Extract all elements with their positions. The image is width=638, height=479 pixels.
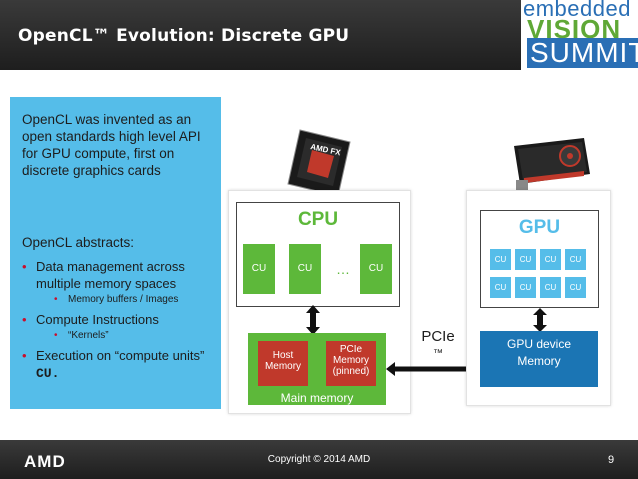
gpu-compute-unit: CU bbox=[515, 277, 536, 298]
gpu-compute-unit: CU bbox=[540, 249, 561, 270]
trademark-symbol: ™ bbox=[413, 348, 463, 359]
cpu-label: CPU bbox=[237, 209, 399, 231]
host-memory-block: Host Memory bbox=[258, 341, 308, 386]
gpu-compute-unit: CU bbox=[490, 249, 511, 270]
intro-text: OpenCL was invented as an open standards… bbox=[22, 111, 212, 179]
cpu-compute-unit: CU bbox=[289, 244, 321, 294]
cpu-compute-unit: CU bbox=[243, 244, 275, 294]
copyright-text: Copyright © 2014 AMD bbox=[0, 454, 638, 465]
sub-bullet-dot-icon: • bbox=[54, 293, 58, 306]
bullet-execution-cu: CU. bbox=[36, 366, 59, 381]
title-bar: OpenCL™ Evolution: Discrete GPU embedded… bbox=[0, 0, 638, 70]
bullet-dot-icon: • bbox=[22, 347, 27, 364]
logo-line-3: SUMMIT bbox=[527, 38, 638, 68]
pcie-memory-block: PCIe Memory (pinned) bbox=[326, 341, 376, 386]
bullet-dot-icon: • bbox=[22, 258, 27, 275]
cpu-chip-icon: AMD FX bbox=[286, 128, 352, 198]
cpu-ellipsis: … bbox=[336, 261, 350, 277]
gpu-block: GPU CU CU CU CU CU CU CU CU bbox=[480, 210, 599, 308]
pcie-label: PCIe bbox=[413, 328, 463, 345]
footer-bar: AMD Copyright © 2014 AMD 9 bbox=[0, 440, 638, 479]
gpu-compute-unit: CU bbox=[490, 277, 511, 298]
bullet-data-management: Data management across multiple memory s… bbox=[36, 258, 212, 292]
gpu-compute-unit: CU bbox=[540, 277, 561, 298]
main-memory-label: Main memory bbox=[248, 391, 386, 405]
gpu-compute-unit: CU bbox=[565, 277, 586, 298]
gpu-card-icon bbox=[512, 136, 592, 192]
gpu-compute-unit: CU bbox=[515, 249, 536, 270]
bullet-compute-instructions: Compute Instructions bbox=[36, 311, 212, 328]
abstracts-heading: OpenCL abstracts: bbox=[22, 234, 212, 251]
cpu-block: CPU CU CU … CU bbox=[236, 202, 400, 307]
info-box: OpenCL was invented as an open standards… bbox=[10, 97, 221, 409]
cpu-memory-arrow-icon bbox=[306, 305, 320, 335]
gpu-memory-label: GPU device Memory bbox=[480, 331, 598, 370]
bullet-execution: Execution on “compute units” CU. bbox=[36, 347, 212, 382]
cpu-compute-unit: CU bbox=[360, 244, 392, 294]
bullet-execution-text: Execution on “compute units” bbox=[36, 348, 204, 363]
gpu-device-memory-block: GPU device Memory bbox=[480, 331, 598, 387]
embedded-vision-summit-logo: embedded VISION SUMMIT bbox=[521, 0, 638, 70]
sub-bullet-memory-buffers: Memory buffers / Images bbox=[68, 293, 216, 306]
gpu-memory-arrow-icon bbox=[533, 308, 547, 332]
bullet-dot-icon: • bbox=[22, 311, 27, 328]
sub-bullet-kernels: “Kernels” bbox=[68, 329, 216, 342]
page-number: 9 bbox=[608, 454, 614, 466]
gpu-compute-unit: CU bbox=[565, 249, 586, 270]
slide-title: OpenCL™ Evolution: Discrete GPU bbox=[18, 26, 349, 46]
main-memory-block: Host Memory PCIe Memory (pinned) Main me… bbox=[248, 333, 386, 405]
sub-bullet-dot-icon: • bbox=[54, 329, 58, 342]
gpu-label: GPU bbox=[481, 217, 598, 239]
